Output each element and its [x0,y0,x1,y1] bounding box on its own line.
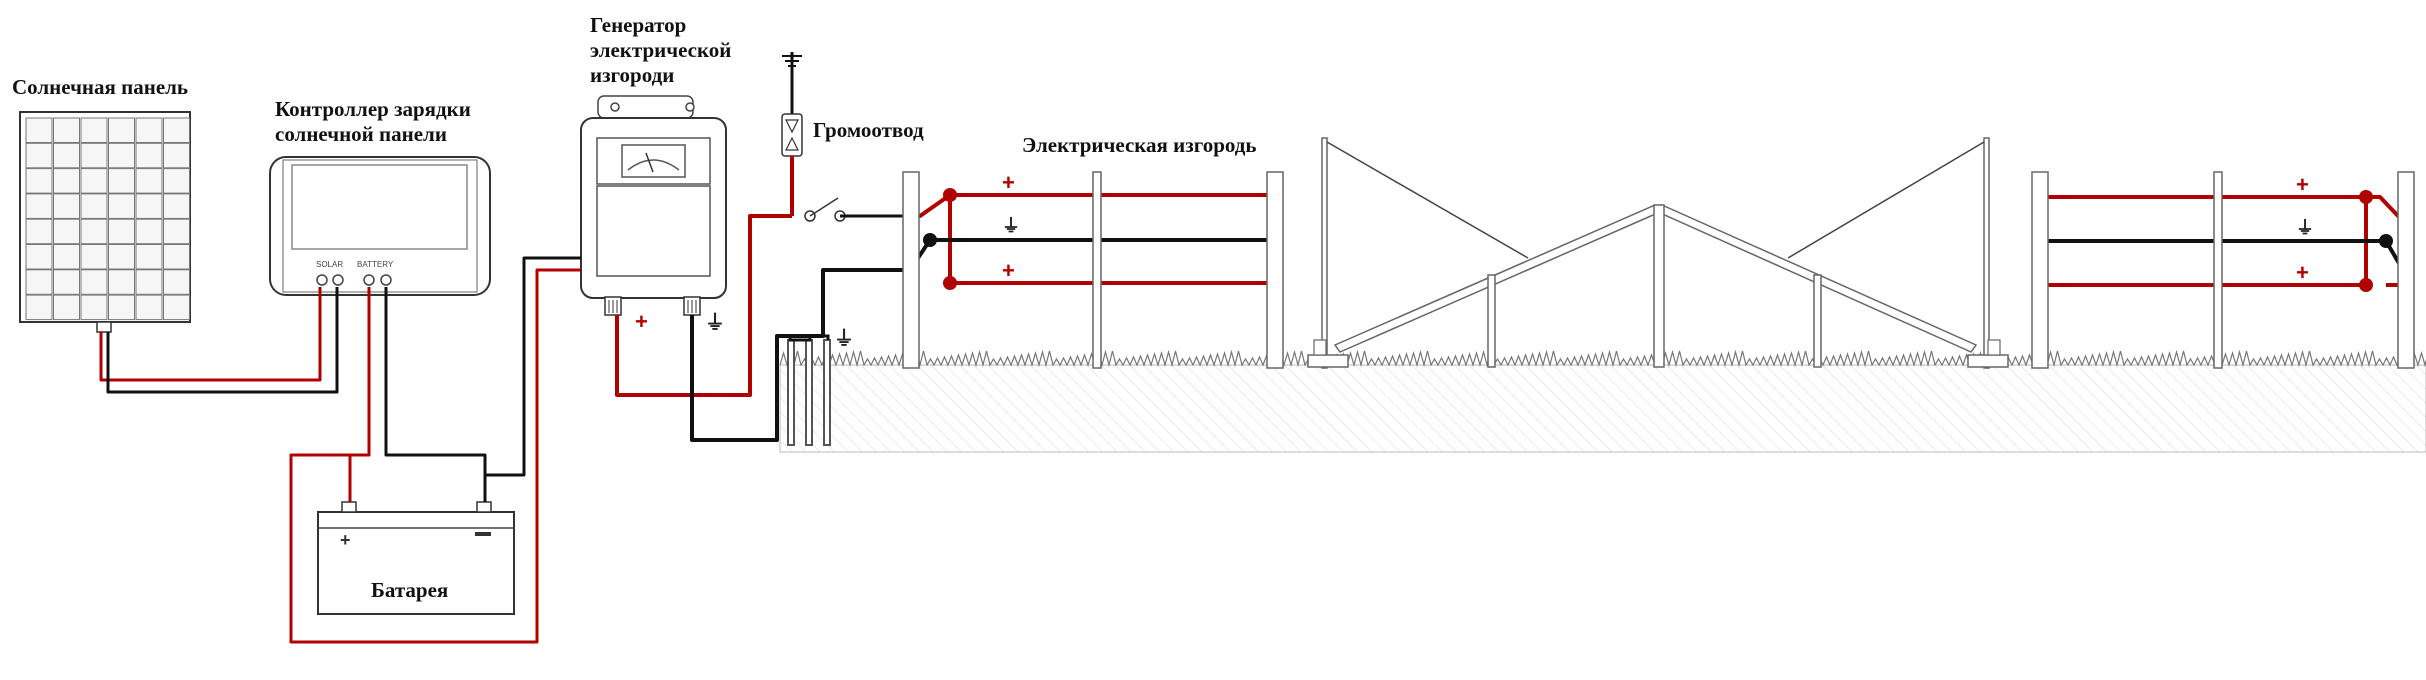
energizer-label-line3: изгороди [590,63,675,87]
controller-solar-label: SOLAR [316,260,343,269]
solar-cell [25,117,53,143]
ground-soil [779,364,2426,453]
energizer-ground-symbol: ⏚ [705,311,725,334]
battery: + [317,501,515,615]
solar-cell [80,218,108,245]
solar-cell [25,193,53,219]
battery-plus-symbol: + [340,530,351,550]
solar-cell [135,244,163,270]
charge-controller: SOLAR BATTERY [269,156,491,296]
solar-cell [135,142,163,169]
solar-cell [163,142,190,169]
fence-markers-right: + ⏚ + [2296,172,2314,285]
fence-posts-right [2031,171,2415,369]
solar-cell [80,244,108,270]
solar-cell [108,294,135,321]
solar-cell [135,193,163,219]
solar-cell [80,117,108,143]
solar-cell [80,269,108,295]
solar-cell [53,193,80,219]
controller-label-line1: Контроллер зарядки [275,97,471,121]
controller-battery-label: BATTERY [357,260,394,269]
fence-posts-left [902,171,1284,369]
fence-label: Электрическая изгородь [1022,133,1257,157]
solar-cell [135,218,163,245]
solar-cell [163,294,190,321]
solar-cell [163,269,190,295]
fence-plus-top-right: + [2296,172,2309,197]
solar-cell [80,168,108,194]
solar-cell [53,244,80,270]
ground-rod-symbol: ⏚ [834,327,854,350]
solar-cell [163,168,190,194]
grass-line [779,349,2426,368]
fence-plus-top-left: + [1002,170,1015,195]
solar-cell [108,269,135,295]
solar-cell [53,269,80,295]
solar-cell [80,193,108,219]
solar-cell [108,244,135,270]
solar-cell [135,117,163,143]
solar-cell [163,218,190,245]
solar-cell [53,218,80,245]
lightning-rod-label: Громоотвод [813,118,924,142]
solar-cell [53,294,80,321]
energizer-label-line2: электрической [590,38,732,62]
energizer-label-line1: Генератор [590,13,687,37]
grass [779,349,2426,368]
fence-energizer: + ⏚ [580,95,727,334]
fence-gate-bracing [1307,137,2009,369]
fence-ground-left: ⏚ [1002,216,1020,236]
controller-label-line2: солнечной панели [275,122,447,146]
solar-cell [80,294,108,321]
solar-cell [108,117,135,143]
energizer-plus-symbol: + [635,309,648,334]
solar-cell [135,269,163,295]
solar-cell [25,269,53,295]
solar-cell [25,218,53,245]
solar-cell [53,142,80,169]
solar-cell [53,168,80,194]
solar-cell [163,117,190,143]
solar-panel [19,111,191,333]
solar-cell [163,193,190,219]
solar-panel-label: Солнечная панель [12,75,189,99]
solar-cell [135,294,163,321]
solar-cell [25,294,53,321]
solar-cell [108,142,135,169]
solar-cell [25,244,53,270]
lightning-arrestor [781,52,846,222]
solar-cell [25,142,53,169]
solar-cell [53,117,80,143]
fence-plus-bottom-right: + [2296,260,2309,285]
solar-cell [163,244,190,270]
solar-cell [135,168,163,194]
fence-plus-bottom-left: + [1002,258,1015,283]
wire-junctions [923,188,2393,292]
battery-label: Батарея [371,578,449,602]
solar-cell [108,218,135,245]
ground-rods: ⏚ [787,327,854,446]
fence-ground-right: ⏚ [2296,218,2314,238]
fence-markers-left: + ⏚ + [1002,170,1020,283]
solar-cell [80,142,108,169]
solar-cell [108,168,135,194]
solar-cell [25,168,53,194]
solar-cell [108,193,135,219]
